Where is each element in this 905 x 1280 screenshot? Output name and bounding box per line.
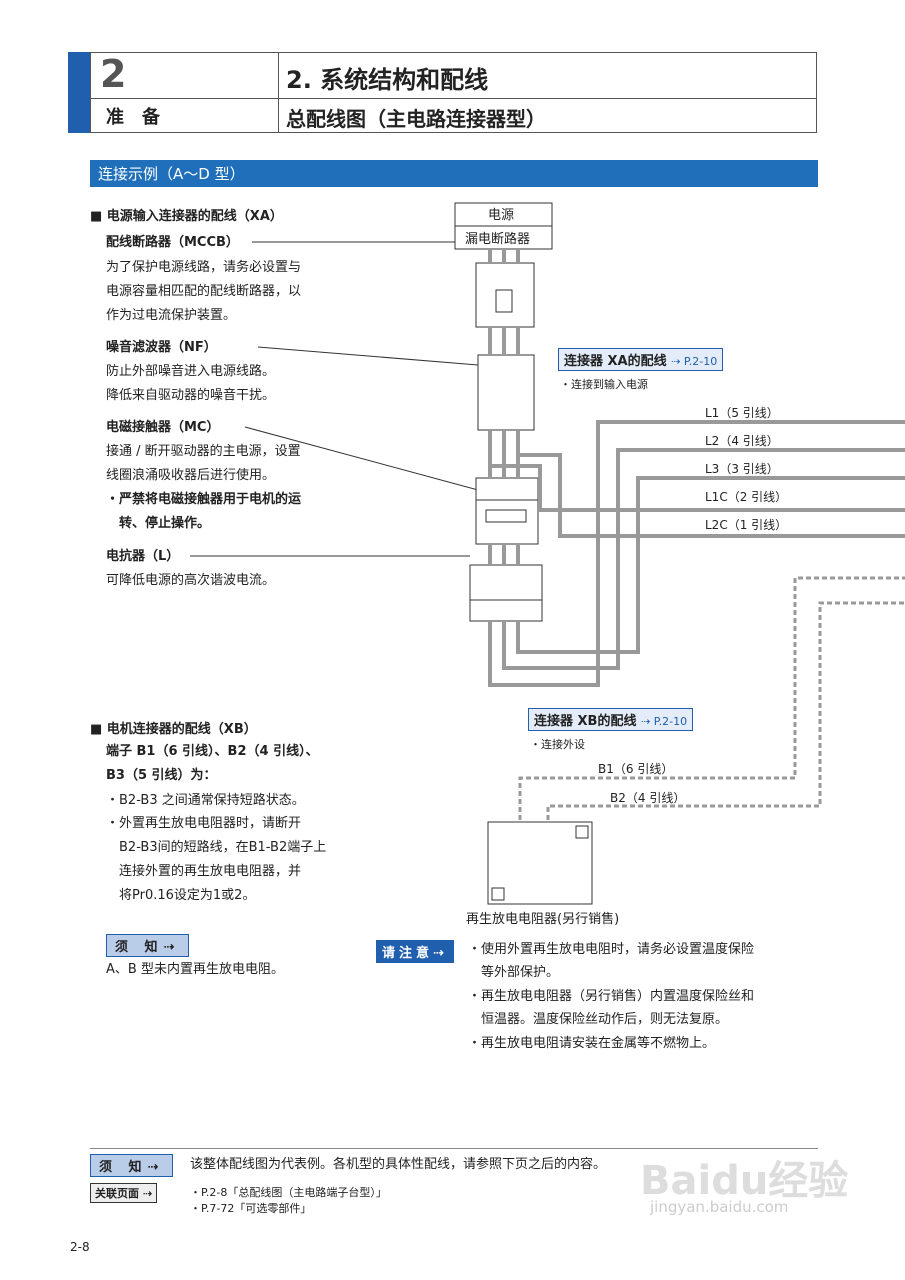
l-title: 电抗器（L） bbox=[106, 549, 180, 564]
caution-button[interactable]: 请注意⇢ bbox=[376, 940, 454, 963]
wire-label: L2（4 引线） bbox=[705, 434, 779, 448]
chapter-number: 2 bbox=[100, 52, 127, 96]
related-pages-button[interactable]: 关联页面 ⇢ bbox=[90, 1183, 158, 1203]
wire-label: L2C（1 引线） bbox=[705, 518, 788, 532]
xa-link[interactable]: 连接器 XA的配线 ⇢ P.2-10 bbox=[558, 348, 724, 371]
xb-link[interactable]: 连接器 XB的配线 ⇢ P.2-10 bbox=[528, 708, 694, 731]
band-title: 连接示例（A～D 型） bbox=[98, 165, 245, 183]
wire-label: L1C（2 引线） bbox=[705, 490, 788, 504]
mccb-title: 配线断路器（MCCB） bbox=[106, 235, 239, 250]
header-box bbox=[90, 52, 817, 133]
section-title: 2. 系统结构和配线 bbox=[286, 66, 489, 94]
b-wire-label: B2（4 引线） bbox=[610, 791, 686, 805]
related-link[interactable]: ・P.7-72「可选零部件」 bbox=[190, 1202, 312, 1215]
b-wire-label: B1（6 引线） bbox=[598, 762, 674, 776]
section-subtitle: 总配线图（主电路连接器型） bbox=[286, 107, 546, 131]
footer-notice-text: 该整体配线图为代表例。各机型的具体性配线，请参照下页之后的内容。 bbox=[190, 1157, 607, 1172]
breaker-label: 漏电断路器 bbox=[465, 232, 531, 247]
watermark-logo: Baidu经验 bbox=[640, 1158, 849, 1204]
xb-heading: ■ 电机连接器的配线（XB） bbox=[90, 722, 257, 737]
related-link[interactable]: ・P.2-8「总配线图（主电路端子台型）」 bbox=[190, 1186, 387, 1199]
notice-text: A、B 型未内置再生放电电阻。 bbox=[106, 962, 284, 977]
watermark-url: jingyan.baidu.com bbox=[650, 1198, 789, 1216]
power-label: 电源 bbox=[488, 208, 515, 223]
chapter-name: 准备 bbox=[106, 107, 178, 128]
nf-title: 噪音滤波器（NF） bbox=[106, 340, 217, 355]
page-number: 2-8 bbox=[70, 1240, 90, 1254]
section-band bbox=[90, 160, 818, 187]
resistor-label: 再生放电电阻器(另行销售) bbox=[466, 912, 620, 927]
chapter-color-bar bbox=[68, 52, 90, 133]
footer-notice-button[interactable]: 须 知⇢ bbox=[90, 1154, 174, 1177]
wire-label: L3（3 引线） bbox=[705, 462, 779, 476]
xa-note: ・连接到输入电源 bbox=[560, 378, 648, 391]
wire-label: L1（5 引线） bbox=[705, 406, 779, 420]
xb-note: ・连接外设 bbox=[530, 738, 585, 751]
mc-title: 电磁接触器（MC） bbox=[106, 420, 220, 435]
xa-heading: ■ 电源输入连接器的配线（XA） bbox=[90, 209, 283, 224]
mc-warning: ・严禁将电磁接触器用于电机的运 bbox=[106, 492, 302, 507]
notice-button[interactable]: 须 知⇢ bbox=[106, 934, 190, 957]
